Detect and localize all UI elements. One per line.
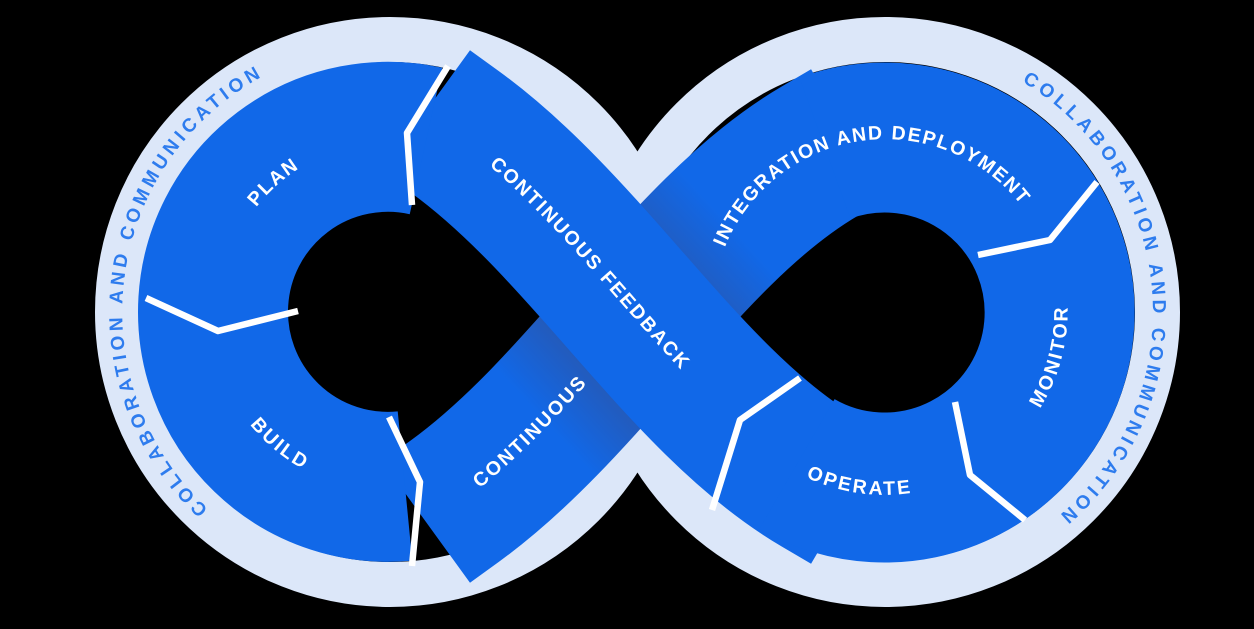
divider-build-continuous (386, 415, 424, 567)
divider-operate-feedback (708, 375, 802, 511)
divider-deployment-monitor (977, 179, 1100, 259)
divider-monitor-operate (951, 401, 1028, 523)
band-continuous-feedback (382, 50, 887, 564)
left-loop-ring (138, 61, 443, 562)
right-loop-ring (759, 62, 1135, 563)
divider-plan-build (144, 295, 299, 335)
divider-plan-feedback (403, 64, 451, 206)
